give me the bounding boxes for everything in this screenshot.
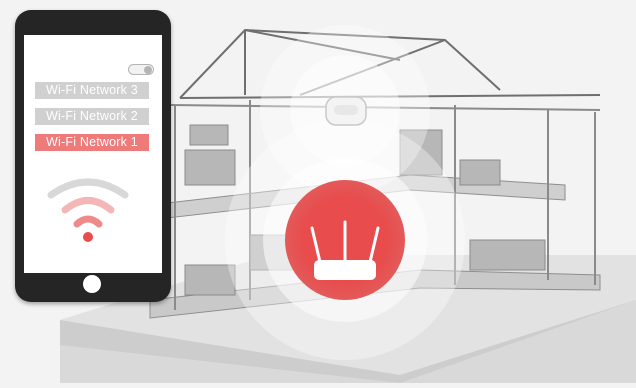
wifi-network-item-3[interactable]: Wi-Fi Network 3 bbox=[35, 82, 149, 99]
phone-screen: Wi-Fi Network 3 Wi-Fi Network 2 Wi-Fi Ne… bbox=[24, 35, 162, 273]
wifi-icon bbox=[43, 167, 133, 247]
wifi-network-item-2[interactable]: Wi-Fi Network 2 bbox=[35, 108, 149, 125]
network-label: Wi-Fi Network 1 bbox=[46, 135, 138, 149]
toggle-knob bbox=[144, 66, 152, 74]
wifi-toggle-switch[interactable] bbox=[128, 64, 154, 75]
network-label: Wi-Fi Network 3 bbox=[46, 83, 138, 97]
home-button[interactable] bbox=[83, 275, 101, 293]
wifi-network-item-1[interactable]: Wi-Fi Network 1 bbox=[35, 134, 149, 151]
network-label: Wi-Fi Network 2 bbox=[46, 109, 138, 123]
extender-icon bbox=[326, 97, 366, 125]
smartphone: Wi-Fi Network 3 Wi-Fi Network 2 Wi-Fi Ne… bbox=[15, 10, 171, 302]
